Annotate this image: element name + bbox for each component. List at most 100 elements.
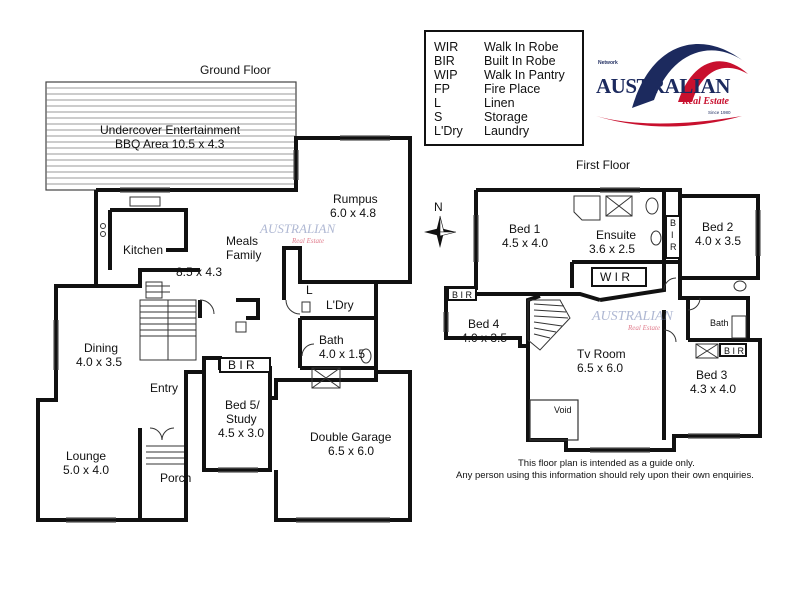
legend-row-wir: WIR Walk In Robe <box>434 40 559 54</box>
legend-abbr: BIR <box>434 54 455 68</box>
bed4-dims: 4.0 x 3.5 <box>461 331 507 345</box>
first-wir: W I R <box>591 267 647 287</box>
first-labels: Bed 1 4.5 x 4.0 Ensuite 3.6 x 2.5 Bed 2 … <box>461 220 741 415</box>
legend-row-fp: FP Fire Place <box>434 82 540 96</box>
entry-label: Entry <box>150 381 178 395</box>
garage-dims: 6.5 x 6.0 <box>328 444 374 458</box>
meals-label: Meals <box>226 234 258 248</box>
first-watermark: AUSTRALIAN Real Estate <box>591 309 674 332</box>
first-floor-walls <box>444 188 762 452</box>
ground-doors <box>149 299 315 441</box>
meals-dims: 8.5 x 4.3 <box>176 265 222 279</box>
kitchen-label: Kitchen <box>123 243 163 257</box>
undercover-label: Undercover Entertainment <box>100 123 241 137</box>
ground-bath-dims: 4.0 x 1.5 <box>319 347 365 361</box>
logo-network-text: Network <box>598 60 618 66</box>
rumpus-label: Rumpus <box>333 192 378 206</box>
compass-n-label: N <box>434 200 443 214</box>
legend-row-bir: BIR Built In Robe <box>434 54 556 68</box>
lounge-label: Lounge <box>66 449 106 463</box>
ground-linen-mark: L <box>306 283 313 297</box>
ground-floor-title: Ground Floor <box>200 63 271 77</box>
legend-row-s: S Storage <box>434 110 528 124</box>
bir-bath-label: B I R <box>724 346 745 356</box>
porch-label: Porch <box>160 471 191 485</box>
first-windows <box>443 187 761 453</box>
rumpus-dims: 6.0 x 4.8 <box>330 206 376 220</box>
disclaimer-line-2: Any person using this information should… <box>456 470 754 481</box>
bir-vertical-i: I <box>671 230 674 240</box>
ensuite-fixtures <box>573 195 747 359</box>
ground-windows <box>53 135 390 523</box>
laundry-label: L'Dry <box>326 298 354 312</box>
bed5-label-2: Study <box>226 412 257 426</box>
svg-text:Real Estate: Real Estate <box>627 324 660 332</box>
family-label: Family <box>226 248 261 262</box>
bed5-label: Bed 5/ <box>225 398 260 412</box>
logo-swoosh-icon <box>596 43 748 127</box>
legend-meaning: Built In Robe <box>484 54 556 68</box>
ensuite-label: Ensuite <box>596 228 636 242</box>
dining-label: Dining <box>84 341 118 355</box>
legend-meaning: Storage <box>484 110 528 124</box>
wir-label: W I R <box>600 270 630 284</box>
bed4-label: Bed 4 <box>468 317 500 331</box>
dining-dims: 4.0 x 3.5 <box>76 355 122 369</box>
garage-label: Double Garage <box>310 430 392 444</box>
bir-vertical-r: R <box>670 242 677 252</box>
legend-row-l: L Linen <box>434 96 515 110</box>
ground-labels: Undercover Entertainment BBQ Area 10.5 x… <box>63 123 392 485</box>
legend-abbr: L'Dry <box>434 124 463 138</box>
ground-bath-label: Bath <box>319 333 344 347</box>
bed3-dims: 4.3 x 4.0 <box>690 382 736 396</box>
first-floor-title: First Floor <box>576 158 630 172</box>
legend-abbr: S <box>434 110 443 124</box>
kitchen-fixtures <box>100 196 247 333</box>
undercover-dims: BBQ Area 10.5 x 4.3 <box>115 137 225 151</box>
legend-abbr: FP <box>434 82 450 96</box>
legend-abbr: WIR <box>434 40 459 54</box>
legend-meaning: Walk In Robe <box>484 40 559 54</box>
ground-bath-fixtures <box>301 301 372 389</box>
australian-real-estate-logo: Network AUSTRALIAN Real Estate Since 198… <box>592 30 752 146</box>
lounge-dims: 5.0 x 4.0 <box>63 463 109 477</box>
bed3-label: Bed 3 <box>696 368 728 382</box>
bed5-dims: 4.5 x 3.0 <box>218 426 264 440</box>
svg-text:Real Estate: Real Estate <box>291 237 324 245</box>
tv-room-label: Tv Room <box>577 347 626 361</box>
bed1-dims: 4.5 x 4.0 <box>502 236 548 250</box>
ground-bir-label: B I R <box>228 358 255 372</box>
legend-abbr: L <box>434 96 441 110</box>
legend-meaning: Linen <box>484 96 515 110</box>
first-stairs <box>527 299 571 351</box>
bir-vertical-b: B <box>670 218 676 228</box>
void-label: Void <box>554 405 572 415</box>
void-area <box>529 399 579 441</box>
compass-rose: N <box>424 200 457 248</box>
bir-left-label: B I R <box>452 290 473 300</box>
logo-main-text: AUSTRALIAN <box>596 74 730 98</box>
tv-room-dims: 6.5 x 6.0 <box>577 361 623 375</box>
svg-text:AUSTRALIAN: AUSTRALIAN <box>591 309 674 324</box>
legend-meaning: Fire Place <box>484 82 541 96</box>
disclaimer-line-1: This floor plan is intended as a guide o… <box>518 458 695 469</box>
logo-sub-text: Real Estate <box>682 96 729 107</box>
bed2-dims: 4.0 x 3.5 <box>695 234 741 248</box>
svg-text:AUSTRALIAN: AUSTRALIAN <box>259 221 336 236</box>
bed1-label: Bed 1 <box>509 222 541 236</box>
ensuite-dims: 3.6 x 2.5 <box>589 242 635 256</box>
first-doors <box>663 277 701 343</box>
ground-stairs <box>139 281 197 361</box>
first-bath-label: Bath <box>710 318 729 328</box>
first-bir-boxes: B I R B I R B I R <box>447 215 747 357</box>
logo-since-text: Since 1980 <box>708 110 731 115</box>
porch-steps <box>146 445 184 465</box>
legend-abbr: WIP <box>434 68 458 82</box>
ground-watermark: AUSTRALIAN Real Estate <box>259 221 336 245</box>
bed2-label: Bed 2 <box>702 220 734 234</box>
ground-bir: B I R <box>219 357 271 373</box>
